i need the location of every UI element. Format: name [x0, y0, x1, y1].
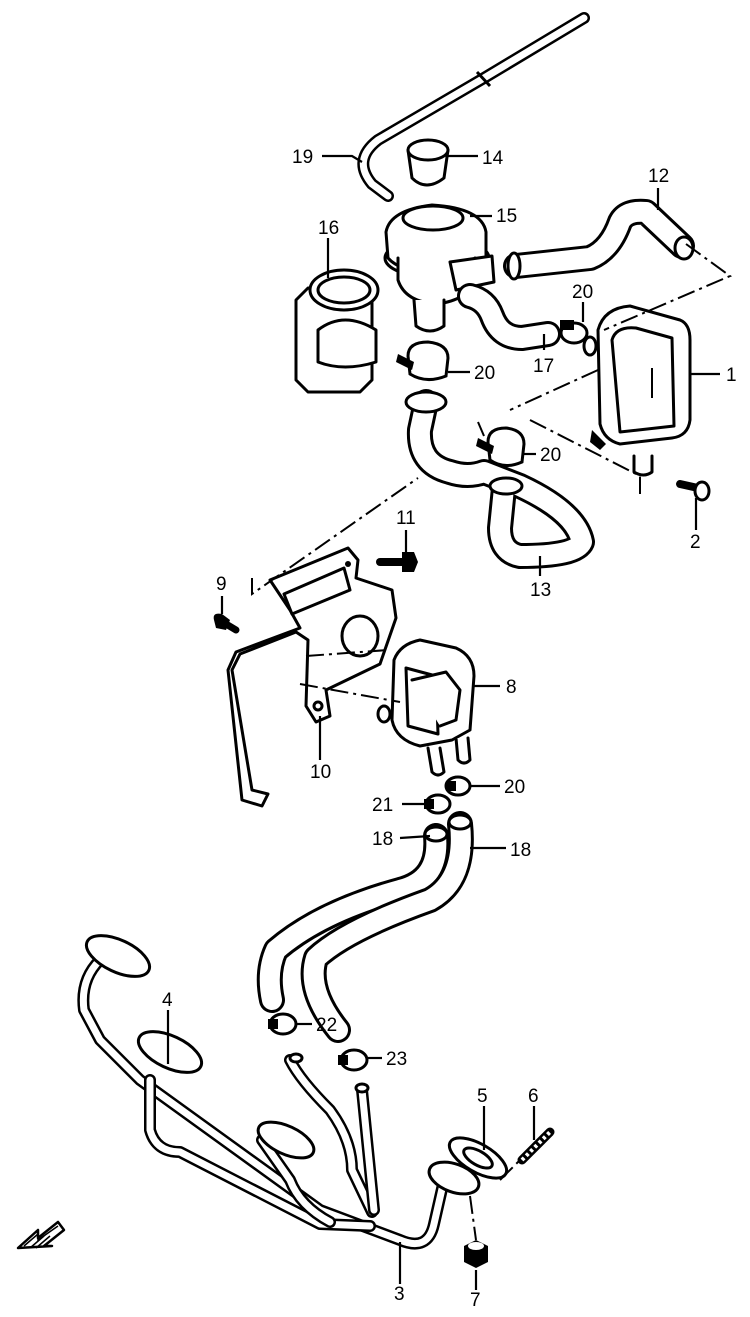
part-20-clamp-a	[444, 775, 472, 797]
part-16-bracket	[294, 268, 380, 394]
part-9-bolt	[213, 613, 240, 634]
callout-20-c: 22	[316, 1015, 337, 1036]
part-8-air-valve	[376, 638, 476, 777]
callout-14: 14	[482, 148, 504, 169]
callout-22: 20	[540, 445, 561, 466]
callout-17: 17	[533, 356, 554, 377]
callout-8: 8	[506, 677, 517, 698]
part-17-hose	[457, 283, 561, 351]
part-21-clamp	[559, 320, 589, 345]
part-13-hose	[404, 389, 595, 569]
part-15-air-valve	[383, 203, 496, 333]
part-22-clamp	[476, 426, 526, 467]
part-18-hose-a	[256, 823, 450, 1013]
callout-18-a: 18	[372, 829, 393, 850]
callout-labels: 19 14 15 16 12 20 17 1 20 20 2 13 11 9 8…	[162, 147, 737, 1311]
callout-5: 5	[477, 1086, 488, 1107]
part-20-clamp-b	[424, 793, 452, 815]
callout-20-b: 21	[372, 795, 393, 816]
part-18-hose-b	[300, 811, 474, 1043]
part-19-vacuum-hose	[357, 12, 590, 202]
part-3-pipe-assembly	[77, 934, 481, 1250]
callout-3: 3	[394, 1284, 405, 1305]
callout-20-a: 20	[504, 777, 525, 798]
callout-20-d: 23	[386, 1049, 407, 1070]
callout-21: 20	[572, 282, 593, 303]
callout-12: 12	[648, 166, 669, 187]
callout-1: 1	[726, 365, 737, 386]
leader-lines	[166, 154, 720, 1290]
part-11-bolt	[376, 552, 418, 572]
callout-19: 19	[292, 147, 313, 168]
callout-13: 13	[530, 580, 551, 601]
part-7-nut	[464, 1240, 488, 1268]
part-20-clamp-d	[338, 1048, 369, 1072]
part-2-screw	[676, 480, 711, 502]
part-6-stud	[517, 1127, 555, 1165]
part-12-hose	[503, 198, 695, 281]
callout-15: 15	[496, 206, 517, 227]
callout-6: 6	[528, 1086, 539, 1107]
callout-18-b: 18	[510, 840, 531, 861]
part-23-clamp	[396, 340, 450, 381]
part-20-clamp-c	[268, 1012, 298, 1036]
part-14-cap	[406, 138, 450, 187]
callout-9: 9	[216, 574, 227, 595]
callout-23: 20	[474, 363, 495, 384]
part-10-bracket-plate	[226, 546, 398, 808]
callout-4: 4	[162, 990, 173, 1011]
part-1-reed-valve-case	[582, 304, 692, 477]
alignment-lines	[251, 243, 733, 1241]
callout-16: 16	[318, 218, 339, 239]
front-arrow-icon	[16, 1220, 66, 1250]
callout-11: 11	[396, 508, 416, 529]
callout-2: 2	[690, 532, 701, 553]
callout-7: 7	[470, 1290, 481, 1311]
callout-10: 10	[310, 762, 331, 783]
